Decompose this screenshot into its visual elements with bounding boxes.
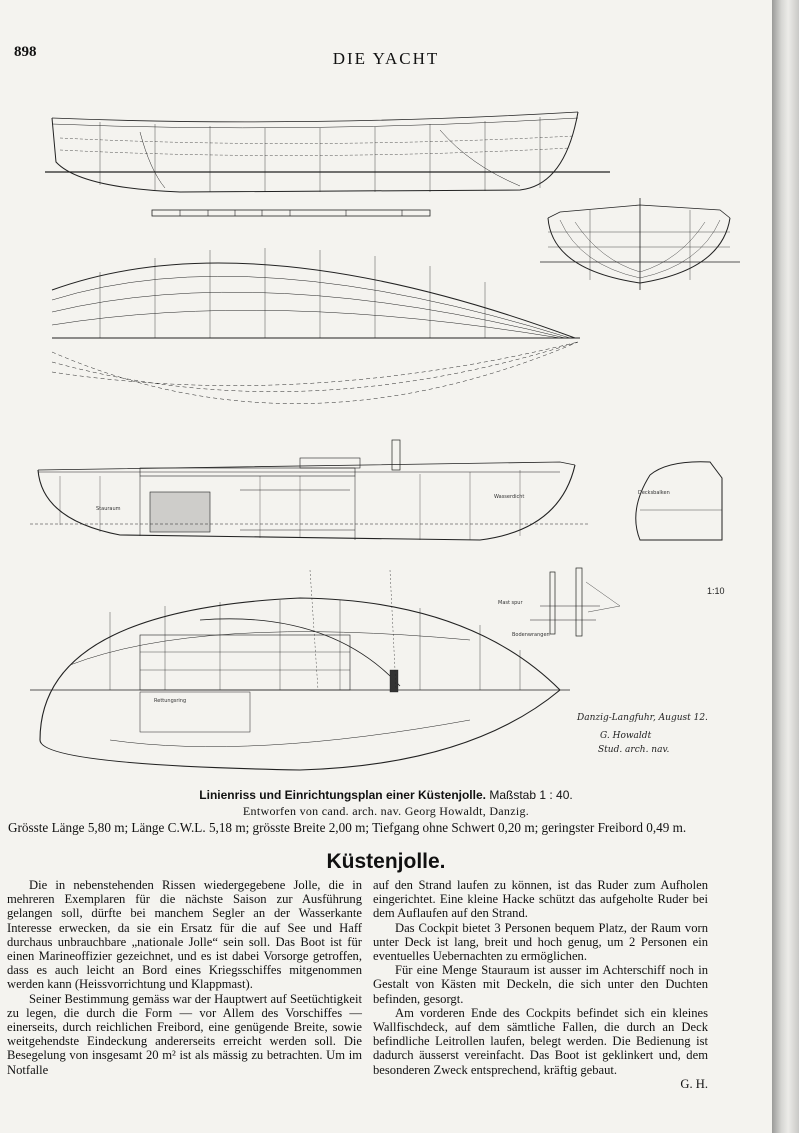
paragraph: Das Cockpit bietet 3 Personen bequem Pla… — [373, 920, 708, 964]
page-number: 898 — [14, 44, 37, 60]
svg-text:Decksbalken: Decksbalken — [638, 490, 670, 496]
svg-text:Rettungsring: Rettungsring — [154, 698, 186, 704]
designer-signature: Danzig-Langfuhr, August 12. G. Howaldt S… — [576, 713, 708, 755]
paragraph: Für eine Menge Stauraum ist ausser im Ac… — [373, 963, 708, 1006]
figure-caption: Linienriss und Einrichtungsplan einer Kü… — [0, 788, 772, 802]
signature-line-3: Stud. arch. nav. — [598, 745, 669, 755]
body-plan — [540, 198, 740, 290]
midship-section — [635, 461, 723, 541]
article-title: Küstenjolle. — [326, 850, 446, 873]
side-scale: 1:10 — [707, 586, 725, 596]
caption-title: Linienriss und Einrichtungsplan einer Kü… — [199, 788, 486, 802]
caption-scale: Maßstab 1 : 40. — [489, 788, 573, 802]
signature-line-2: G. Howaldt — [600, 731, 652, 741]
article-column-left: Die in nebenstehenden Rissen wiedergegeb… — [7, 878, 362, 1077]
author-initials: G. H. — [680, 1076, 708, 1091]
running-head: DIE YACHT — [332, 49, 440, 68]
mast-fitting-detail — [530, 567, 621, 637]
svg-text:Wasserdicht: Wasserdicht — [494, 494, 524, 500]
signature-line-1: Danzig-Langfuhr, August 12. — [576, 713, 708, 723]
lines-plan-drawing: Stauraum Wasserdicht Mast spur Bodenwran… — [30, 111, 740, 771]
boat-dimensions: Grösste Länge 5,80 m; Länge C.W.L. 5,18 … — [8, 820, 687, 835]
scale-bar — [151, 209, 431, 217]
paragraph: Seiner Bestimmung gemäss war der Hauptwe… — [7, 991, 362, 1077]
page-edge — [772, 0, 799, 1133]
svg-text:Mast spur: Mast spur — [498, 600, 523, 606]
half-breadth-plan — [51, 248, 580, 404]
inboard-profile — [30, 439, 590, 541]
svg-text:Bodenwrangen: Bodenwrangen — [512, 632, 550, 638]
deck-plan — [30, 569, 570, 771]
magazine-page: 898 DIE YACHT — [0, 0, 772, 1133]
svg-text:Stauraum: Stauraum — [96, 506, 121, 512]
paragraph: Die in nebenstehenden Rissen wiedergegeb… — [7, 878, 362, 992]
sheer-plan — [45, 111, 610, 193]
paragraph: Am vorderen Ende des Cockpits befindet s… — [373, 1005, 708, 1077]
caption-designer: Entworfen von cand. arch. nav. Georg How… — [242, 804, 530, 818]
article-column-right: auf den Strand laufen zu können, ist das… — [373, 878, 708, 1091]
paragraph: auf den Strand laufen zu können, ist das… — [373, 878, 708, 921]
